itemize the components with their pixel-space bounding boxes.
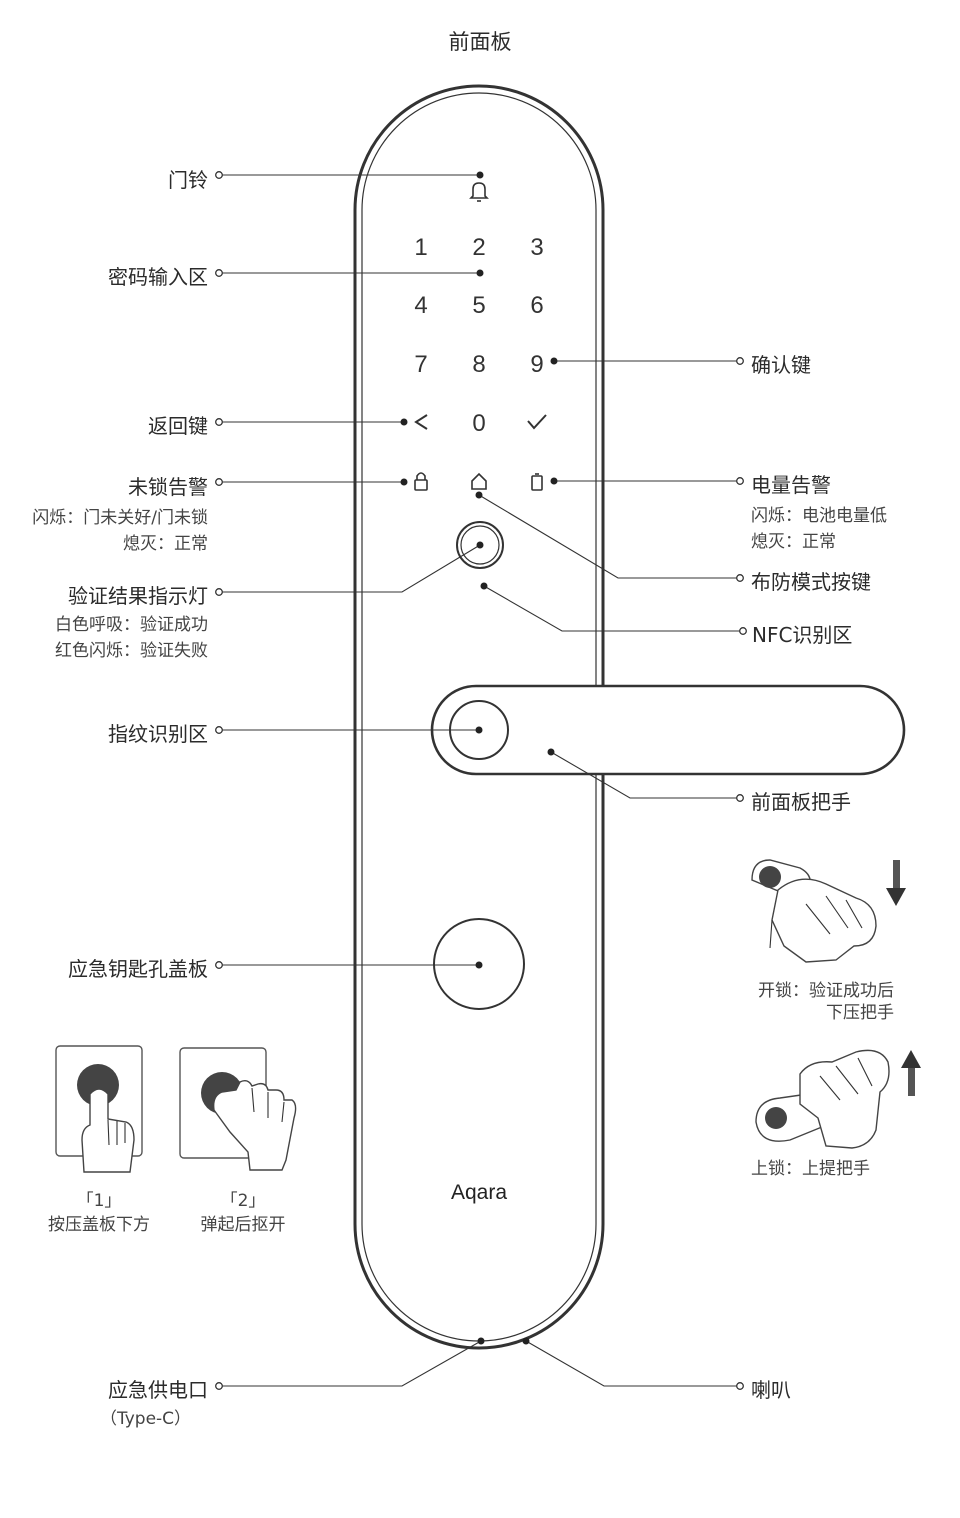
label-password-area: 密码输入区 [108,265,208,289]
key-3[interactable]: 3 [530,234,543,261]
step1-number: 「1」 [76,1191,122,1211]
verify-light-line-2: 红色闪烁：验证失败 [55,641,208,661]
step1-text: 按压盖板下方 [48,1215,150,1235]
page-title: 前面板 [448,30,512,54]
unlock-caption-line-1: 开锁：验证成功后 [758,981,894,1001]
step2-text: 弹起后抠开 [200,1215,286,1235]
lock-lift-illustration [755,1049,890,1149]
battery-icon [531,473,543,491]
bell-icon [469,182,489,202]
key-4[interactable]: 4 [414,292,427,319]
label-anchor-circles [215,171,747,1390]
brand-logo: Aqara [451,1181,507,1204]
unlocked-alarm-line-2: 熄灭：正常 [123,534,208,554]
battery-alarm-line-1: 闪烁：电池电量低 [751,506,887,526]
key-8[interactable]: 8 [472,351,485,378]
label-doorbell: 门铃 [168,168,208,192]
step2-number: 「2」 [220,1191,266,1211]
label-arm-button: 布防模式按键 [751,570,871,594]
key-2[interactable]: 2 [472,234,485,261]
back-chevron-icon[interactable] [414,414,428,430]
label-emergency-cover: 应急钥匙孔盖板 [68,957,208,981]
confirm-check-icon[interactable] [527,414,547,430]
label-handle: 前面板把手 [751,790,851,814]
key-9[interactable]: 9 [530,351,543,378]
lock-caption: 上锁：上提把手 [751,1159,870,1179]
key-0[interactable]: 0 [472,410,485,437]
key-6[interactable]: 6 [530,292,543,319]
verify-light-inner [460,525,500,565]
up-arrow-icon [901,1050,921,1096]
step2-pry-illustration [179,1047,297,1171]
key-1[interactable]: 1 [414,234,427,261]
label-back-key: 返回键 [148,414,208,438]
leader-lines [222,174,740,1387]
battery-alarm-line-2: 熄灭：正常 [751,532,836,552]
verify-light-line-1: 白色呼吸：验证成功 [55,615,208,635]
label-fingerprint: 指纹识别区 [108,722,208,746]
label-confirm-key: 确认键 [751,353,811,377]
label-unlocked-alarm: 未锁告警 [128,475,208,499]
label-verify-light: 验证结果指示灯 [68,584,208,608]
key-5[interactable]: 5 [472,292,485,319]
home-arm-icon[interactable] [471,472,487,490]
step1-press-illustration [55,1045,143,1173]
label-speaker: 喇叭 [751,1378,791,1402]
label-emergency-power: 应急供电口 [108,1378,208,1402]
label-battery-alarm: 电量告警 [751,473,831,497]
emergency-keyhole-cover [433,918,525,1010]
unlocked-alarm-line-1: 闪烁：门未关好/门未锁 [32,508,208,528]
label-nfc: NFC识别区 [752,623,853,647]
key-7[interactable]: 7 [414,351,427,378]
unlock-caption-line-2: 下压把手 [826,1003,894,1023]
handle-shape [430,684,906,776]
down-arrow-icon [886,860,906,906]
emergency-power-note: （Type-C） [100,1409,192,1429]
unlock-press-illustration [751,859,877,963]
target-dots [400,171,558,1345]
lock-icon [414,472,428,491]
verify-light-ring [456,521,504,569]
